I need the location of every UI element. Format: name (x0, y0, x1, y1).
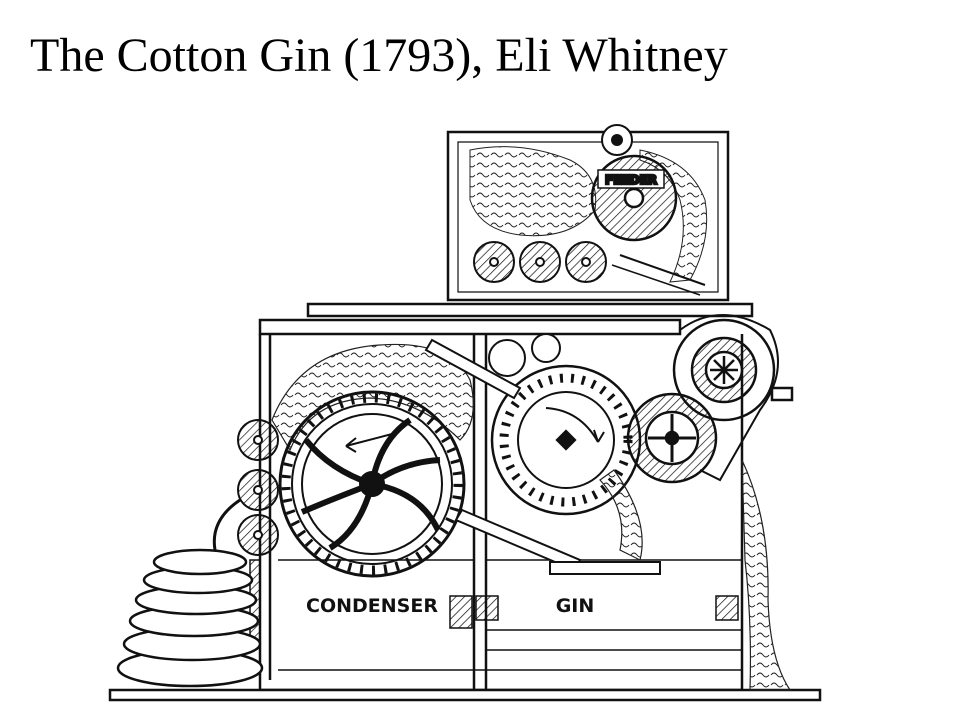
condenser-wheel (278, 390, 466, 578)
main-frame (108, 302, 822, 702)
condenser-label: CONDENSER (306, 595, 438, 617)
gin-chutes (424, 338, 661, 575)
brush-wheel (626, 392, 718, 484)
feeder-drum: FEEDER (590, 154, 678, 242)
feeder-box (446, 130, 730, 302)
gin-label: GIN (556, 595, 595, 617)
fan-drum (672, 314, 794, 482)
condenser-cotton-mass (271, 343, 474, 452)
lint-pile (116, 498, 264, 688)
feeder-top-roller (601, 124, 633, 156)
gin-upper-rollers (488, 333, 561, 377)
seed-stream (599, 459, 792, 691)
feed-rollers (473, 241, 607, 283)
condenser-rollers (237, 419, 279, 556)
slide-title: The Cotton Gin (1793), Eli Whitney (30, 29, 728, 82)
feeder-label: FEEDER (605, 173, 657, 187)
